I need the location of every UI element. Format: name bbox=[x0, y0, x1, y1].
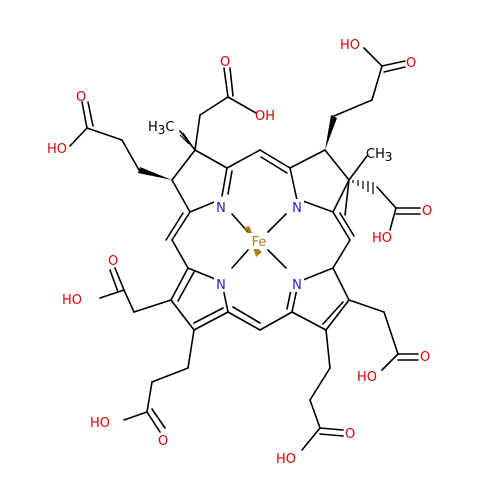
oxygen-label-a-acetic-carbonyl: O bbox=[220, 55, 230, 70]
atom-labels: Fe N N N N H3C CH3 O OH O HO HO O O HO O… bbox=[47, 38, 432, 467]
nitrogen-atom-label-b: N bbox=[292, 201, 302, 216]
methyl-group-label-b: CH3 bbox=[366, 147, 393, 164]
substituent-bonds bbox=[69, 47, 421, 451]
methyl-group-label-a: H3C bbox=[148, 120, 175, 137]
methyl-subscript-label-b: 3 bbox=[385, 150, 393, 164]
hydroxyl-label-b-acetic: HO bbox=[372, 231, 392, 246]
hydroxyl-label-b-propionic: HO bbox=[340, 38, 360, 53]
hydroxyl-label-d-propionic: HO bbox=[90, 416, 110, 431]
methyl-h-label: H bbox=[148, 120, 158, 135]
oxygen-label-d-acetic-carbonyl: O bbox=[108, 254, 118, 269]
oxygen-label-c-acetic-carbonyl: O bbox=[420, 350, 430, 365]
hydroxyl-label-a-acetic: OH bbox=[255, 109, 275, 124]
methyl-c-label: C bbox=[165, 120, 174, 135]
hydroxyl-label-d-acetic: HO bbox=[62, 293, 82, 308]
nitrogen-atom-label-a: N bbox=[216, 201, 226, 216]
hydroxyl-label-c-propionic: HO bbox=[276, 452, 296, 467]
oxygen-label-b-acetic-carbonyl: O bbox=[422, 204, 432, 219]
hydroxyl-label-c-acetic: HO bbox=[357, 370, 377, 385]
iron-atom-label: Fe bbox=[252, 235, 267, 250]
oxygen-label-b-propionic-carbonyl: O bbox=[406, 56, 416, 71]
nitrogen-atom-label-c: N bbox=[292, 278, 302, 293]
methyl-subscript-label: 3 bbox=[158, 123, 166, 137]
oxygen-label-d-propionic-carbonyl: O bbox=[158, 434, 168, 449]
hydroxyl-label-a-propionic: HO bbox=[47, 142, 67, 157]
methyl-ch-label: CH bbox=[366, 147, 385, 162]
oxygen-label-a-propionic-carbonyl: O bbox=[76, 90, 86, 105]
nitrogen-atom-label-d: N bbox=[216, 278, 226, 293]
oxygen-label-c-propionic-carbonyl: O bbox=[345, 427, 355, 442]
